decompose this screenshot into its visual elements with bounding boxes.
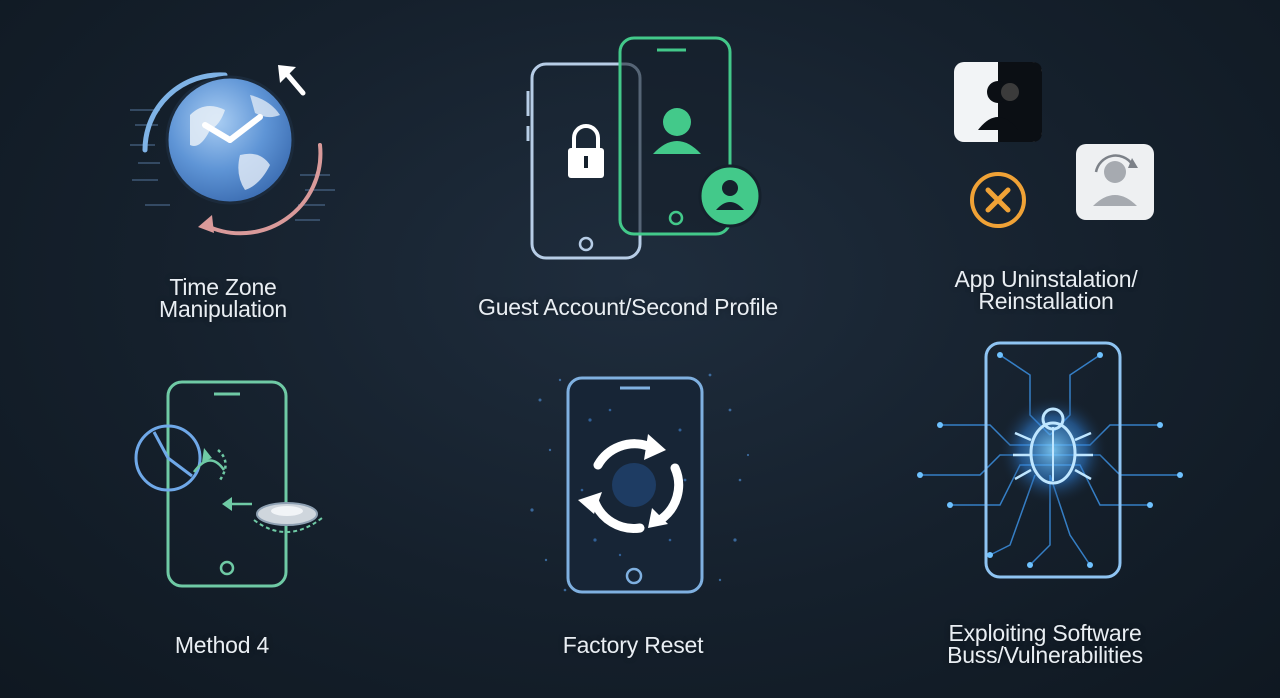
method-label-line: App Uninstalation/	[954, 266, 1138, 292]
method-label-method-4: Method 4	[142, 632, 302, 658]
method-label-software-bugs: Exploiting Software Buss/Vulnerabilities	[915, 620, 1175, 668]
method-label-line: Guest Account/Second Profile	[478, 294, 778, 320]
globe-clock-icon	[130, 55, 340, 245]
phones-lock-profile-icon	[526, 36, 766, 266]
method-label-time-zone: Time Zone Manipulation	[123, 274, 323, 322]
method-label-guest-account: Guest Account/Second Profile	[478, 294, 778, 320]
method-label-line: Time Zone	[169, 274, 277, 300]
phone-clock-disk-icon	[132, 380, 342, 590]
method-label-line: Factory Reset	[562, 632, 704, 658]
phone-circuit-bug-icon	[900, 335, 1200, 595]
method-label-factory-reset: Factory Reset	[543, 632, 723, 658]
method-label-line: Exploiting Software	[948, 620, 1142, 646]
method-label-line: Manipulation	[158, 296, 288, 322]
phone-reset-arrows-icon	[520, 360, 760, 600]
method-label-line: Buss/Vulnerabilities	[947, 642, 1143, 668]
app-uninstall-icons	[952, 60, 1162, 230]
method-label-line: Reinstallation	[978, 288, 1114, 314]
method-label-app-reinstall: App Uninstalation/ Reinstallation	[921, 266, 1171, 314]
method-label-line: Method 4	[174, 632, 270, 658]
